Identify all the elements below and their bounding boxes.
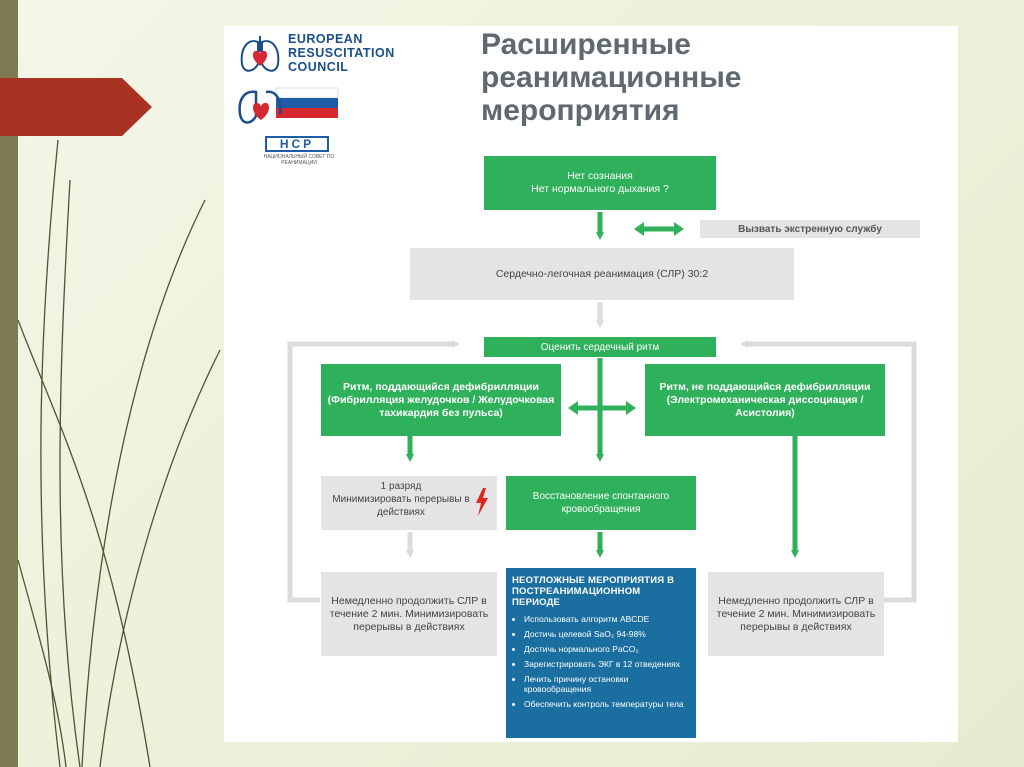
decorative-red-arrow <box>0 78 152 136</box>
erc-lungs-heart-logo-icon <box>240 36 280 72</box>
box-unconscious: Нет сознания Нет нормального дыхания ? <box>484 156 716 210</box>
box-call-emergency: Вызвать экстренную службу <box>700 220 920 238</box>
post-resuscitation-list: Использовать алгоритм ABCDE Достичь целе… <box>512 614 690 709</box>
box-one-shock: 1 разряд Минимизировать перерывы в дейст… <box>321 476 497 530</box>
loop-left <box>287 340 460 603</box>
box-assess-rhythm: Оценить сердечный ритм <box>484 337 716 357</box>
post-item: Достичь нормального PaCO₂ <box>524 644 690 654</box>
erc-logo-text: EUROPEAN RESUSCITATION COUNCIL <box>288 32 438 74</box>
page-title: Расширенные реанимационные мероприятия <box>481 28 901 127</box>
box-non-shockable-rhythm: Ритм, не поддающийся дефибрилляции (Элек… <box>645 364 885 436</box>
post-item: Достичь целевой SaO₂ 94-98% <box>524 629 690 639</box>
slide-canvas: EUROPEAN RESUSCITATION COUNCIL НСР НАЦИО… <box>224 26 958 742</box>
post-item: Зарегистрировать ЭКГ в 12 отведениях <box>524 659 690 669</box>
post-resuscitation-title: НЕОТЛОЖНЫЕ МЕРОПРИЯТИЯ В ПОСТРЕАНИМАЦИОН… <box>512 575 675 608</box>
nsr-letters: НСР <box>265 136 329 152</box>
arrow-call-service-double <box>634 222 684 236</box>
title-line-3: мероприятия <box>481 94 680 127</box>
box-shockable-rhythm: Ритм, поддающийся дефибрилляции (Фибрилл… <box>321 364 561 436</box>
post-item: Лечить причину остановки кровообращения <box>524 674 690 694</box>
erc-line-3: COUNCIL <box>288 60 349 74</box>
box-continue-cpr-right: Немедленно продолжить СЛР в течение 2 ми… <box>708 572 884 656</box>
nsr-caption: НАЦИОНАЛЬНЫЙ СОВЕТ ПО РЕАНИМАЦИИ <box>263 154 335 166</box>
post-item: Обеспечить контроль температуры тела <box>524 699 690 709</box>
title-line-2: реанимационные <box>481 61 742 94</box>
box-cpr: Сердечно-легочная реанимация (СЛР) 30:2 <box>410 248 794 300</box>
box-continue-cpr-left: Немедленно продолжить СЛР в течение 2 ми… <box>321 572 497 656</box>
nsr-logo-icon <box>238 87 339 124</box>
slide-left-bar <box>0 0 18 767</box>
title-line-1: Расширенные <box>481 28 691 61</box>
erc-line-1: EUROPEAN <box>288 32 363 46</box>
post-item: Использовать алгоритм ABCDE <box>524 614 690 624</box>
box-rosc: Восстановление спонтанного кровообращени… <box>506 476 696 530</box>
erc-line-2: RESUSCITATION <box>288 46 395 60</box>
arrow-shock-nonshock-double <box>568 401 636 415</box>
flow-connectors <box>287 212 917 603</box>
decorative-grass-lines <box>17 139 221 767</box>
lightning-bolt-icon <box>476 488 488 516</box>
box-post-resuscitation: НЕОТЛОЖНЫЕ МЕРОПРИЯТИЯ В ПОСТРЕАНИМАЦИОН… <box>506 568 696 738</box>
loop-right <box>740 340 917 603</box>
